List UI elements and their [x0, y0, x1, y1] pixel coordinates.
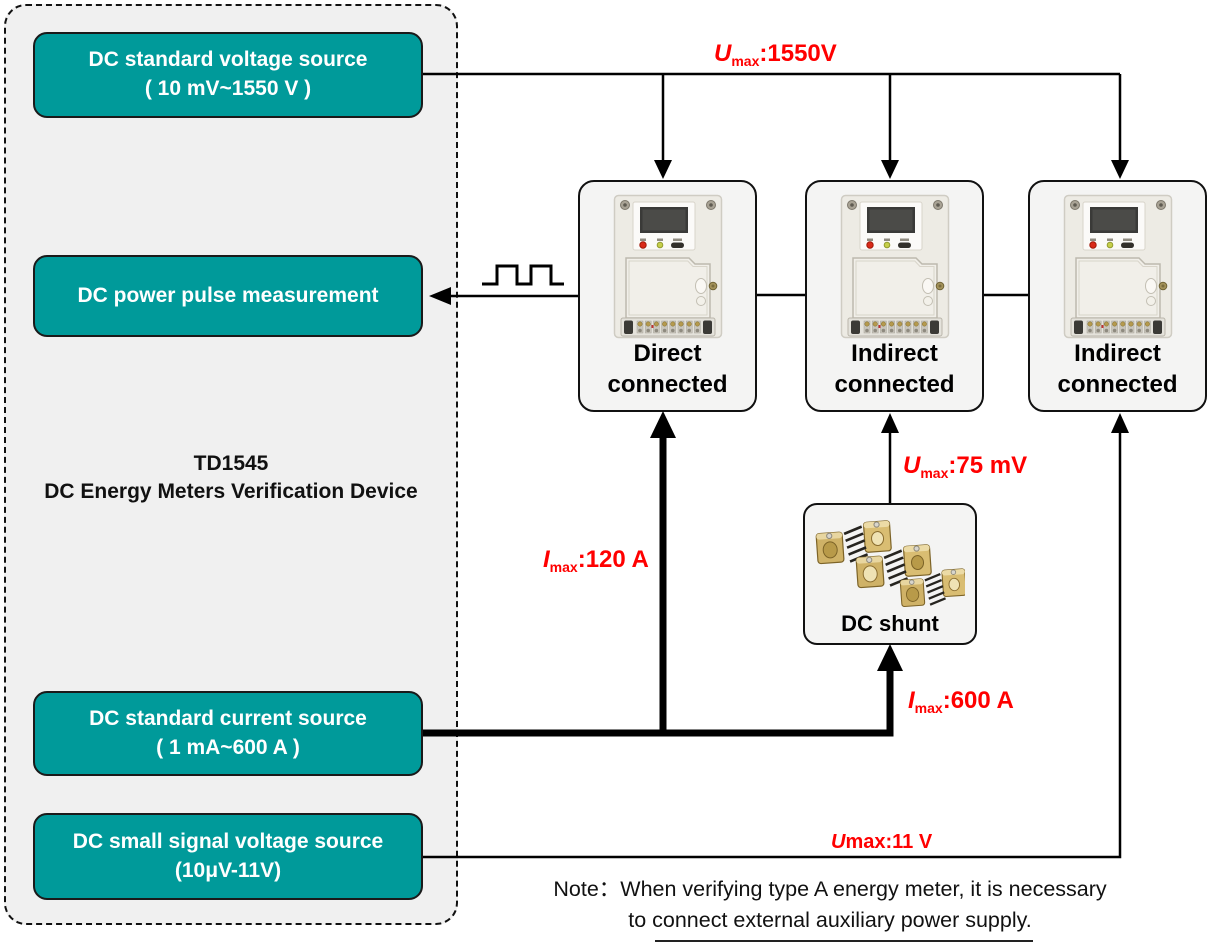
rating-subscript: max [845, 831, 886, 853]
meter-label-line2: connected [1057, 371, 1178, 398]
rating-value: :600 A [942, 687, 1014, 714]
rating-symbol: I [908, 687, 915, 714]
arrow-up-meter3 [1111, 413, 1129, 433]
meter-label-line1: Indirect [851, 340, 938, 367]
meter-card-direct: Direct connected [578, 180, 757, 412]
pulse-measurement-title: DC power pulse measurement [77, 283, 379, 307]
small-signal-range: (10μV-11V) [174, 858, 282, 882]
meter-label-line1: Indirect [1074, 340, 1161, 367]
device-title: TD1545 DC Energy Meters Verification Dev… [4, 450, 458, 506]
bottom-border-line [655, 940, 1033, 942]
rating-symbol: U [714, 40, 732, 67]
meter-label-indirect-2: Indirect connected [1030, 338, 1205, 400]
arrow-down-meter3 [1111, 160, 1129, 179]
rating-umax-75mv: Umax:75 mV [903, 452, 1028, 481]
device-model: TD1545 [193, 452, 269, 475]
small-signal-title: DC small signal voltage source [72, 829, 384, 853]
rating-value: :75 mV [948, 452, 1028, 479]
dc-shunt-card: DC shunt [803, 503, 977, 645]
rating-value: :11 V [885, 831, 933, 853]
voltage-source-title: DC standard voltage source [88, 48, 368, 72]
meter-card-indirect-1: Indirect connected [805, 180, 984, 412]
rating-umax-1550v: Umax:1550V [714, 40, 837, 69]
dc-standard-voltage-source-box: DC standard voltage source ( 10 mV~1550 … [33, 32, 423, 118]
voltage-source-range: ( 10 mV~1550 V ) [144, 77, 312, 100]
rating-symbol: U [831, 831, 846, 853]
dc-small-signal-voltage-source-box: DC small signal voltage source (10μV-11V… [33, 813, 423, 900]
footnote-line1: Note：When verifying type A energy meter,… [553, 877, 1107, 901]
meter-label-indirect-1: Indirect connected [807, 338, 982, 400]
rating-symbol: I [543, 546, 550, 573]
meter-card-indirect-2: Indirect connected [1028, 180, 1207, 412]
arrow-up-shunt-thick [877, 644, 903, 671]
rating-subscript: max [731, 53, 760, 69]
rating-subscript: max [914, 700, 943, 716]
device-name: DC Energy Meters Verification Device [44, 480, 418, 503]
rating-subscript: max [549, 559, 578, 575]
energy-meter-icon [1063, 194, 1172, 339]
small-signal-line [423, 430, 1122, 859]
rating-imax-600a: Imax:600 A [908, 687, 1014, 716]
rating-imax-120a: Imax:120 A [543, 546, 649, 575]
arrow-up-meter2 [881, 413, 899, 433]
rating-subscript: max [920, 465, 949, 481]
current-source-title: DC standard current source [89, 706, 367, 730]
current-source-range: ( 1 mA~600 A ) [156, 735, 300, 759]
arrow-down-meter1 [654, 160, 672, 179]
meter-label-direct: Direct connected [580, 338, 755, 400]
shunt-label: DC shunt [841, 611, 939, 636]
voltage-bus-line [423, 72, 1122, 163]
energy-meter-icon [840, 194, 949, 339]
meter-terminals [863, 320, 928, 334]
rating-umax-11v: Umax:11 V [831, 831, 932, 854]
rating-value: :1550V [759, 40, 837, 67]
footnote-line2: to connect external auxiliary power supp… [628, 908, 1032, 932]
meter-label-line1: Direct [633, 340, 702, 367]
footnote: Note：When verifying type A energy meter,… [480, 874, 1180, 936]
dc-standard-current-source-box: DC standard current source ( 1 mA~600 A … [33, 691, 423, 776]
dc-shunt-icon [815, 520, 965, 608]
meter-label-line2: connected [607, 371, 728, 398]
rating-symbol: U [903, 452, 921, 479]
arrow-up-meter1-thick [650, 411, 676, 438]
meter-terminals [636, 320, 701, 334]
pulse-waveform-icon [482, 264, 564, 286]
meter-label-line2: connected [834, 371, 955, 398]
meter-terminals [1086, 320, 1151, 334]
energy-meter-icon [613, 194, 722, 339]
rating-value: :120 A [577, 546, 649, 573]
dc-power-pulse-measurement-box: DC power pulse measurement [33, 255, 423, 337]
arrow-down-meter2 [881, 160, 899, 179]
